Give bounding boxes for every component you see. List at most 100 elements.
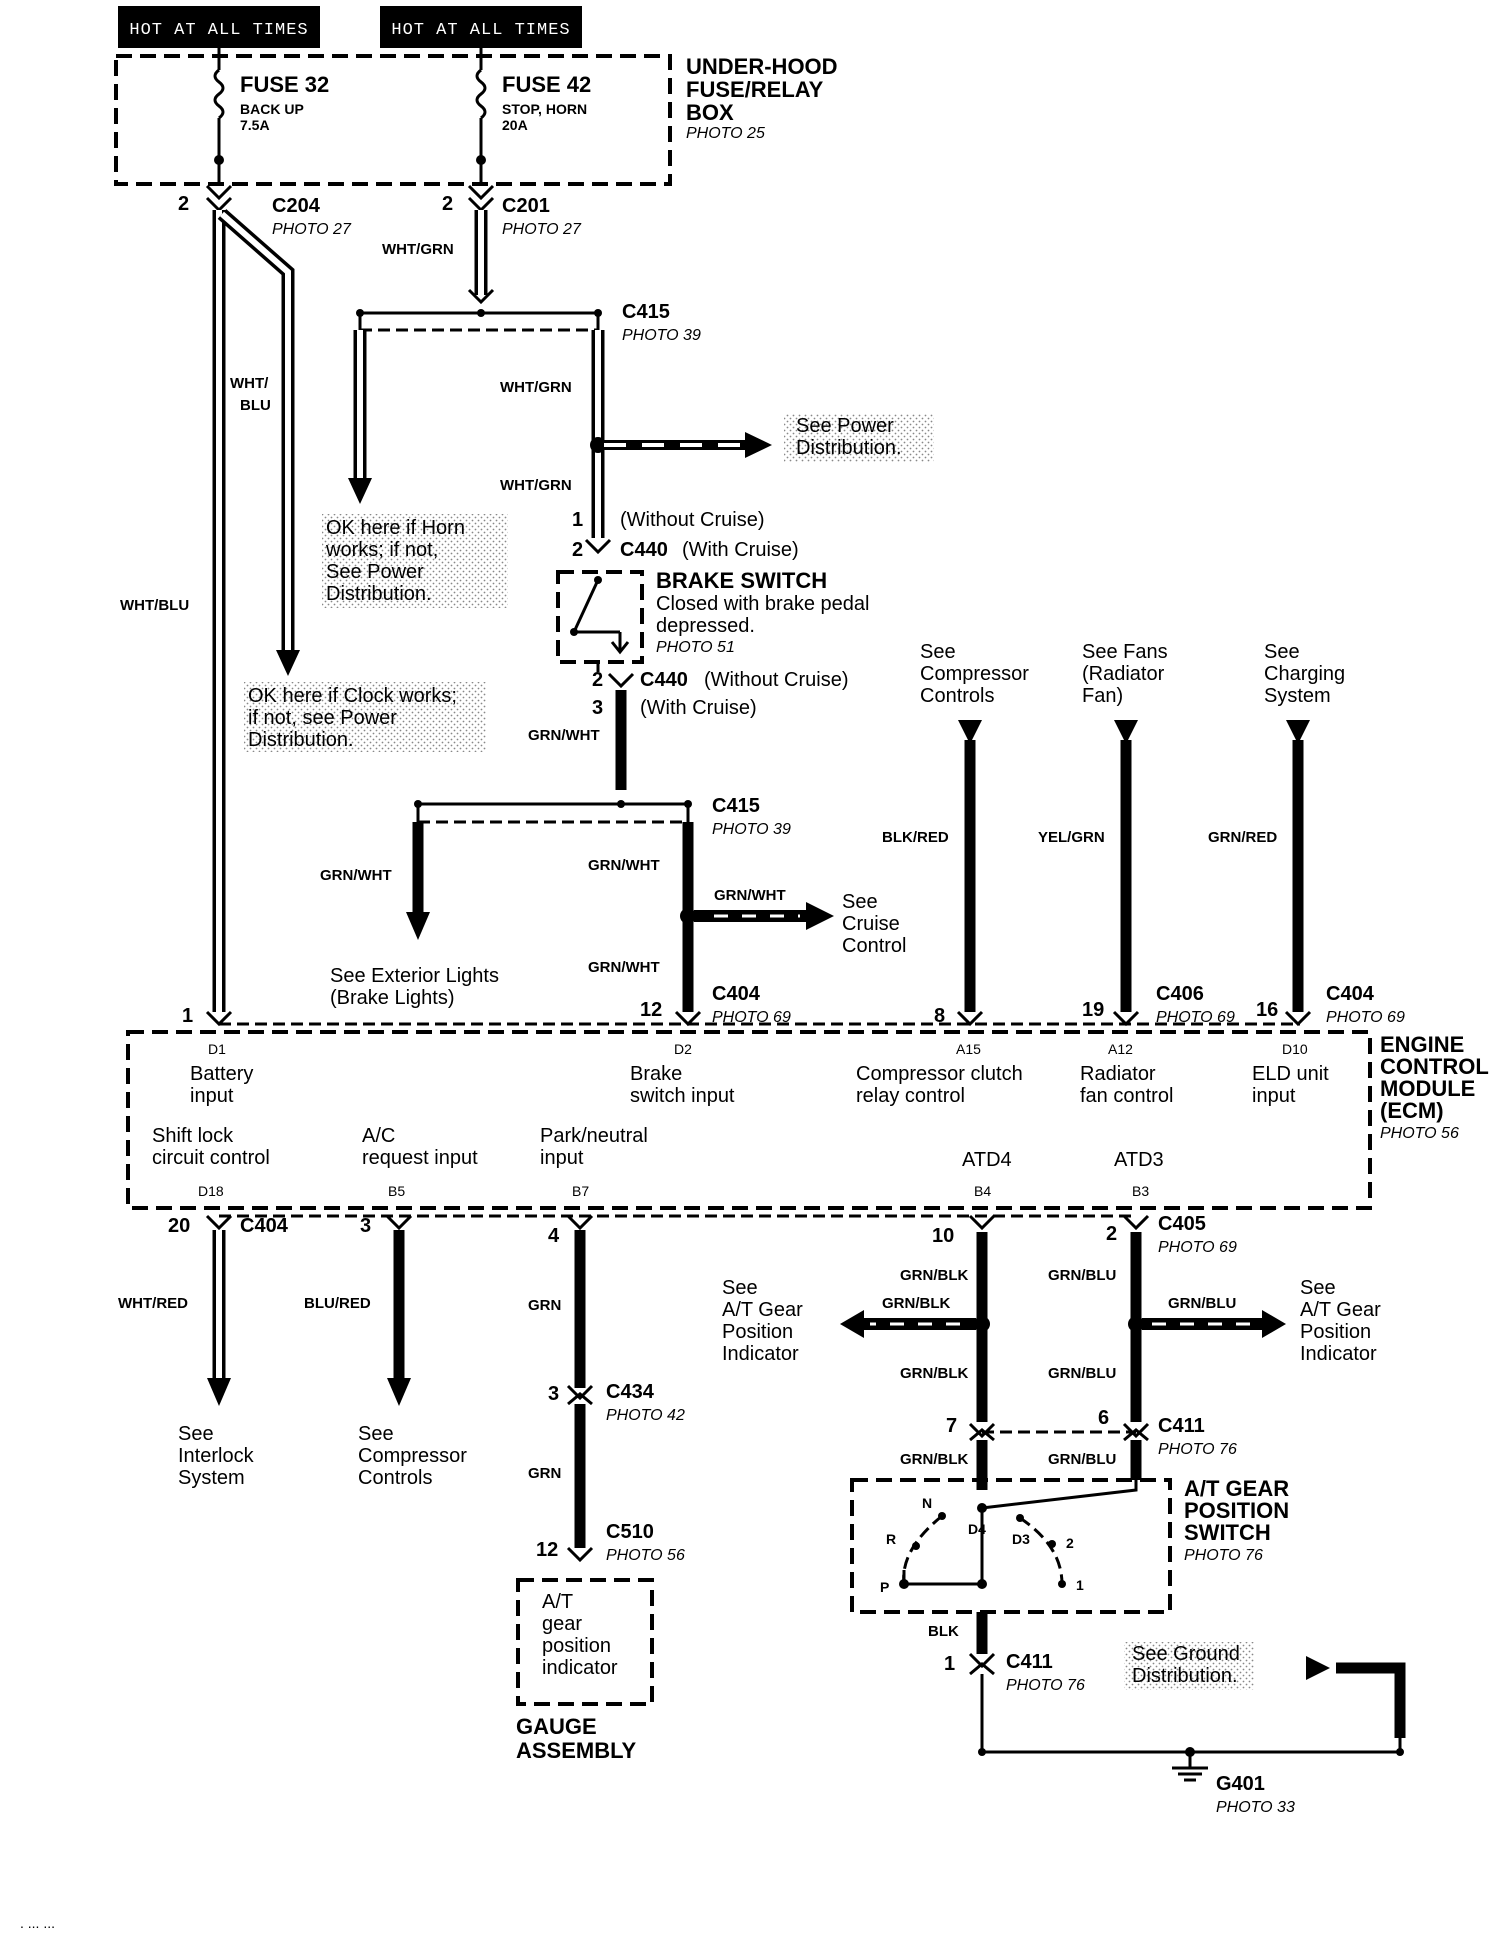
svg-text:Brake: Brake [630,1063,682,1085]
svg-text:See Power: See Power [796,415,894,437]
svg-text:(Without Cruise): (Without Cruise) [620,509,764,531]
svg-text:B7: B7 [572,1183,589,1199]
svg-text:Fan): Fan) [1082,685,1123,707]
note-ground: See Ground Distribution. [1124,1642,1254,1690]
svg-text:PHOTO 56: PHOTO 56 [1380,1125,1459,1142]
svg-text:GRN: GRN [528,1465,561,1482]
hot-tag-text-1: HOT AT ALL TIMES [129,21,308,40]
svg-text:A15: A15 [956,1041,981,1057]
wire-wht-blu-main: WHT/BLU [120,210,226,1012]
svg-text:(Brake Lights): (Brake Lights) [330,987,455,1009]
svg-text:GRN/BLU: GRN/BLU [1048,1267,1116,1284]
svg-text:C404: C404 [240,1215,289,1237]
svg-text:Compressor clutch: Compressor clutch [856,1063,1023,1085]
svg-text:N: N [922,1495,932,1511]
wire-blu-red-compressor: BLU/RED See Compressor Controls [304,1230,467,1489]
connector-c204: 2 C204 PHOTO 27 [178,184,352,238]
svg-text:YEL/GRN: YEL/GRN [1038,829,1105,846]
svg-text:ASSEMBLY: ASSEMBLY [516,1738,637,1763]
gauge-assembly: A/T gear position indicator GAUGE ASSEMB… [516,1578,654,1763]
fuse-32-label: FUSE 32 [240,72,329,97]
svg-text:gear: gear [542,1613,582,1635]
svg-text:depressed.: depressed. [656,615,755,637]
svg-text:2: 2 [1106,1223,1117,1245]
wire-wht-grn-brake: WHT/GRN WHT/GRN [500,330,772,538]
svg-text:ELD unit: ELD unit [1252,1063,1329,1085]
svg-text:Interlock: Interlock [178,1445,255,1467]
svg-text:switch input: switch input [630,1085,735,1107]
connector-c440-upper: 1 (Without Cruise) 2 C440 (With Cruise) [572,509,799,561]
svg-text:PHOTO 39: PHOTO 39 [712,821,791,838]
svg-text:See Power: See Power [326,561,424,583]
svg-text:SWITCH: SWITCH [1184,1520,1271,1545]
svg-text:Distribution.: Distribution. [248,729,354,751]
svg-text:A/T Gear: A/T Gear [1300,1299,1381,1321]
wire-grn-wht-ecm: GRN/WHT GRN/WHT GRN/WHT See Cruise Contr… [588,822,906,1012]
wire-yel-grn-fans: See Fans (Radiator Fan) YEL/GRN [1038,641,1168,1012]
wire-grn-blk-at-switch: GRN/BLK GRN/BLK GRN/BLK GRN/BLK See A/T … [722,1232,990,1490]
svg-text:See: See [842,891,878,913]
svg-text:GRN/BLK: GRN/BLK [900,1365,968,1382]
svg-text:request input: request input [362,1147,478,1169]
svg-text:Radiator: Radiator [1080,1063,1156,1085]
svg-text:GRN/WHT: GRN/WHT [588,857,660,874]
wire-grn-red-charging: See Charging System GRN/RED [1208,641,1345,1012]
svg-text:R: R [886,1531,896,1547]
svg-text:C415: C415 [712,795,760,817]
fusebox-title-3: BOX [686,100,734,125]
fuse-42-desc: STOP, HORN [502,101,587,117]
fuse-32-desc: BACK UP [240,101,304,117]
svg-text:Controls: Controls [920,685,994,707]
under-hood-fuse-relay-box: FUSE 32 BACK UP 7.5A FUSE 42 STOP, HORN … [114,48,838,186]
svg-text:19: 19 [1082,999,1104,1021]
hot-at-all-times-tag-2: HOT AT ALL TIMES [380,6,582,48]
svg-text:PHOTO 69: PHOTO 69 [712,1009,791,1026]
footer-mark: . ... ... [20,1915,55,1931]
svg-text:System: System [1264,685,1331,707]
svg-text:GRN: GRN [528,1297,561,1314]
svg-text:See Ground: See Ground [1132,1643,1240,1665]
svg-text:PHOTO 27: PHOTO 27 [272,221,352,238]
hot-at-all-times-tag-1: HOT AT ALL TIMES [118,6,320,48]
note-see-power: See Power Distribution. [784,414,934,462]
wire-wht-red-interlock: WHT/RED See Interlock System [118,1230,255,1489]
svg-text:C405: C405 [1158,1213,1206,1235]
svg-text:Indicator: Indicator [722,1343,799,1365]
svg-text:C404: C404 [712,983,761,1005]
svg-text:BLK/RED: BLK/RED [882,829,949,846]
fusebox-title-2: FUSE/RELAY [686,77,824,102]
svg-text:WHT/RED: WHT/RED [118,1295,188,1312]
svg-text:PHOTO 69: PHOTO 69 [1156,1009,1235,1026]
svg-text:GRN/BLK: GRN/BLK [900,1267,968,1284]
svg-text:relay control: relay control [856,1085,965,1107]
svg-text:circuit control: circuit control [152,1147,270,1169]
svg-text:1: 1 [1076,1577,1084,1593]
svg-text:PHOTO 76: PHOTO 76 [1158,1441,1237,1458]
svg-text:Cruise: Cruise [842,913,900,935]
connector-c440-lower: 2 C440 (Without Cruise) 3 (With Cruise) [592,669,848,719]
svg-text:C404: C404 [1326,983,1375,1005]
svg-text:Position: Position [722,1321,793,1343]
svg-text:Park/neutral: Park/neutral [540,1125,648,1147]
engine-control-module: D1 Battery input D2 Brake switch input A… [126,1030,1489,1210]
svg-text:See Fans: See Fans [1082,641,1168,663]
svg-text:Controls: Controls [358,1467,432,1489]
svg-text:input: input [1252,1085,1296,1107]
svg-text:Shift lock: Shift lock [152,1125,234,1147]
svg-text:GRN/BLK: GRN/BLK [882,1295,950,1312]
svg-text:(With Cruise): (With Cruise) [682,539,799,561]
wire-blk-red-compressor: See Compressor Controls BLK/RED [882,641,1029,1012]
svg-text:B4: B4 [974,1183,991,1199]
wire-grn-wht-ext-lights: GRN/WHT See Exterior Lights (Brake Light… [320,822,499,1009]
fuse-42-symbol [475,68,487,120]
svg-text:PHOTO 33: PHOTO 33 [1216,1799,1295,1816]
svg-text:16: 16 [1256,999,1278,1021]
wire-grn-gauge: GRN GRN 3 C434 PHOTO 42 12 C510 PHOTO 56 [528,1230,685,1564]
svg-text:fan control: fan control [1080,1085,1173,1107]
brake-switch-title: BRAKE SWITCH [656,568,827,593]
svg-text:Control: Control [842,935,906,957]
svg-text:G401: G401 [1216,1773,1265,1795]
svg-text:WHT/GRN: WHT/GRN [500,379,572,396]
svg-text:See: See [1264,641,1300,663]
svg-text:D3: D3 [1012,1531,1030,1547]
